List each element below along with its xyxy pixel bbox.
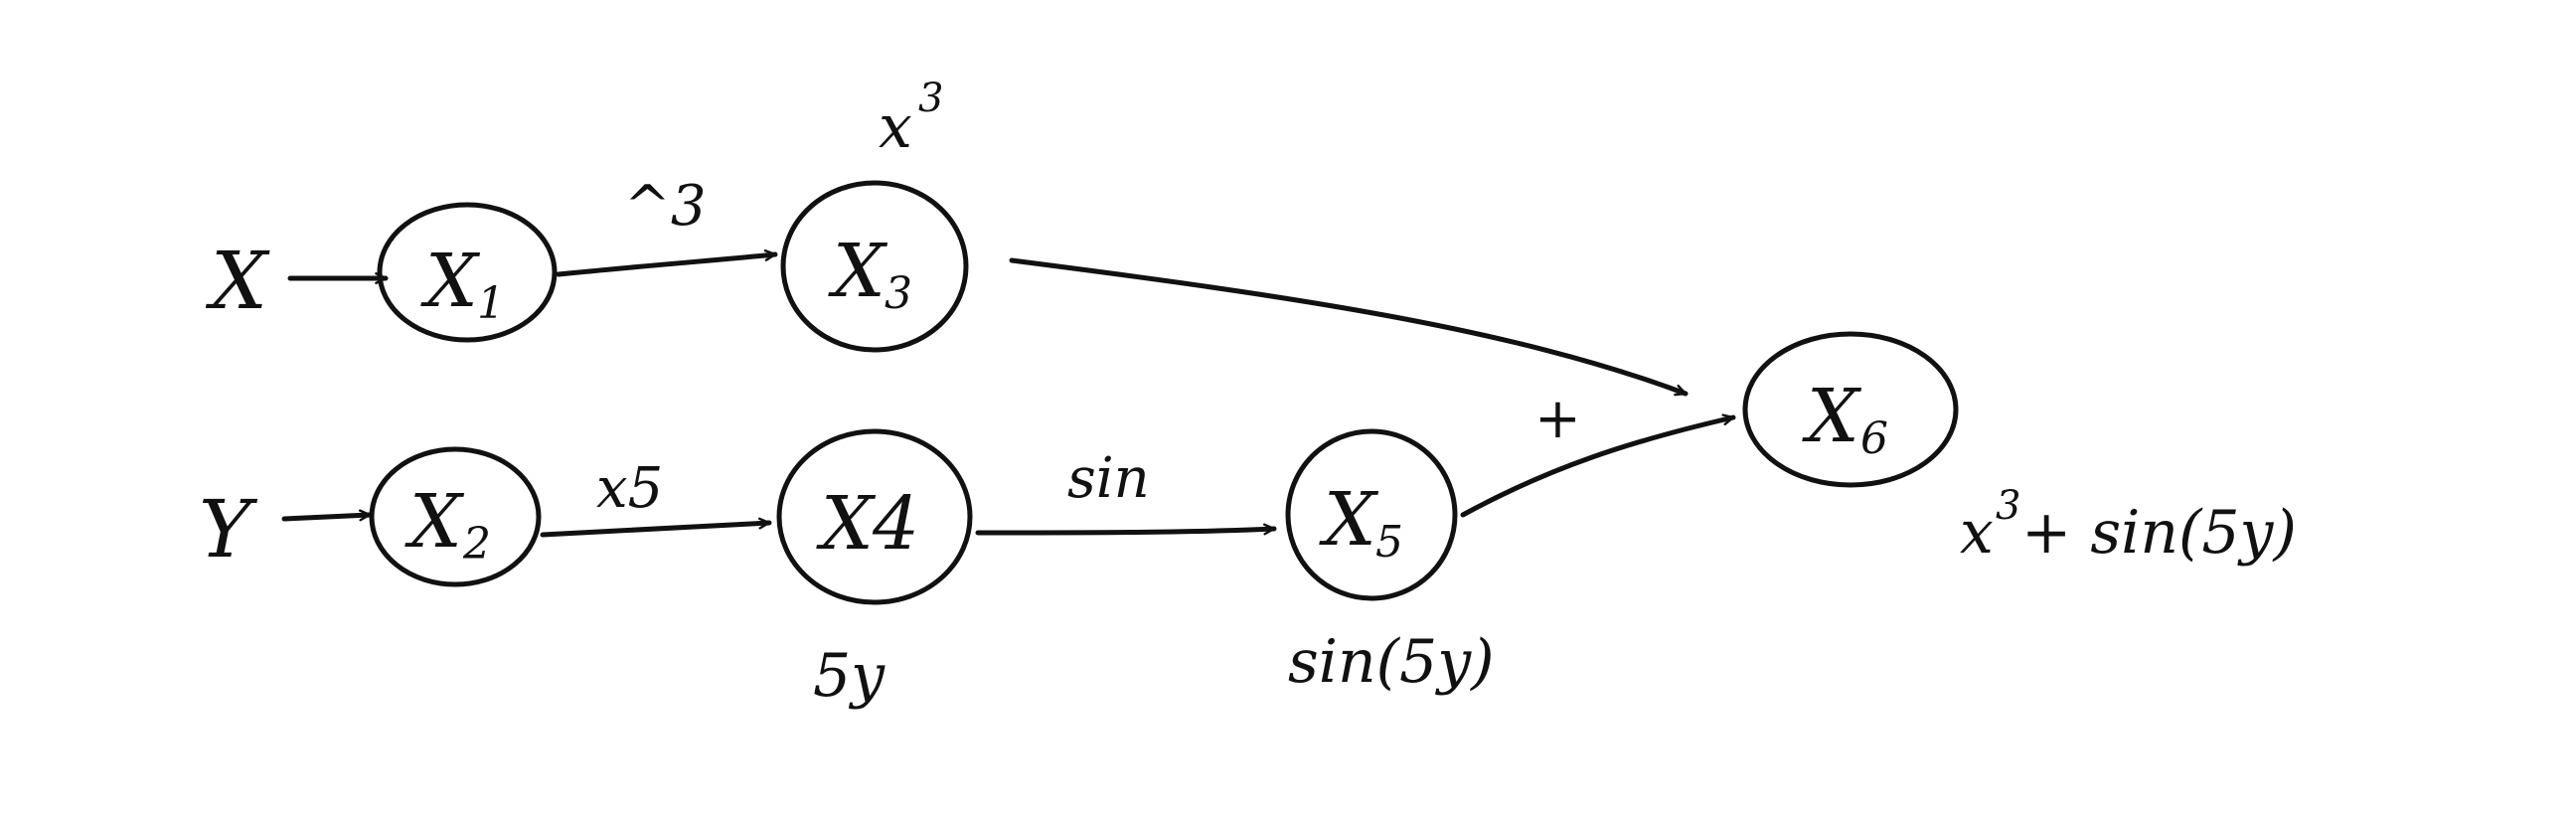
node-x4-sub: 4 xyxy=(872,481,919,567)
node-x3: X 3 xyxy=(780,180,969,353)
node-x2: X 2 xyxy=(369,446,542,587)
value-x6-exp: 3 xyxy=(1996,483,2020,529)
edge-x5-to-x6 xyxy=(1460,413,1736,518)
edge-label-cube: ^3 xyxy=(624,174,707,239)
edge-x2-to-x4 xyxy=(540,517,772,538)
edge-label-times-five: x5 xyxy=(596,456,663,521)
value-x6: x 3 + sin(5y) xyxy=(1960,483,2297,568)
value-x3-exp: 3 xyxy=(918,76,943,121)
node-x6-circle xyxy=(1742,331,1959,488)
node-x1-letter: X xyxy=(420,239,481,324)
arrow-y-to-x2 xyxy=(281,509,373,522)
value-x6-base: x xyxy=(1960,498,1994,568)
value-x3-base: x xyxy=(879,92,912,162)
edge-label-sin: sin xyxy=(1067,446,1150,511)
node-x2-letter: X xyxy=(404,479,465,565)
value-x6-rest: + sin(5y) xyxy=(2021,498,2297,568)
node-x2-sub: 2 xyxy=(462,519,491,570)
node-x4: X 4 xyxy=(776,428,973,605)
node-x6-sub: 6 xyxy=(1860,413,1888,464)
node-x4-circle xyxy=(776,428,973,605)
node-x1-circle xyxy=(377,202,558,343)
edge-x1-to-x3 xyxy=(556,248,778,277)
node-x5: X 5 xyxy=(1285,428,1458,601)
node-x6: X 6 xyxy=(1742,331,1959,488)
node-x6-letter: X xyxy=(1802,374,1862,459)
node-x4-letter: X xyxy=(816,481,877,567)
node-x3-sub: 3 xyxy=(885,268,912,319)
edge-x3-to-x6 xyxy=(1009,257,1689,397)
node-x3-circle xyxy=(780,180,969,353)
node-x5-letter: X xyxy=(1319,477,1379,563)
value-x5: sin(5y) xyxy=(1288,627,1495,697)
node-x2-circle xyxy=(369,446,542,587)
value-x3: x 3 xyxy=(879,76,943,162)
node-x3-letter: X xyxy=(828,229,888,314)
input-y-label: Y xyxy=(199,483,258,575)
node-x5-sub: 5 xyxy=(1375,517,1403,568)
node-x5-circle xyxy=(1285,428,1458,601)
edge-x4-to-x5 xyxy=(975,523,1277,536)
node-x1-sub: 1 xyxy=(477,278,505,329)
input-x-label: X xyxy=(205,235,270,327)
value-x4: 5y xyxy=(813,641,886,711)
edge-label-plus: + xyxy=(1534,387,1581,451)
node-x1: X 1 xyxy=(377,202,558,343)
